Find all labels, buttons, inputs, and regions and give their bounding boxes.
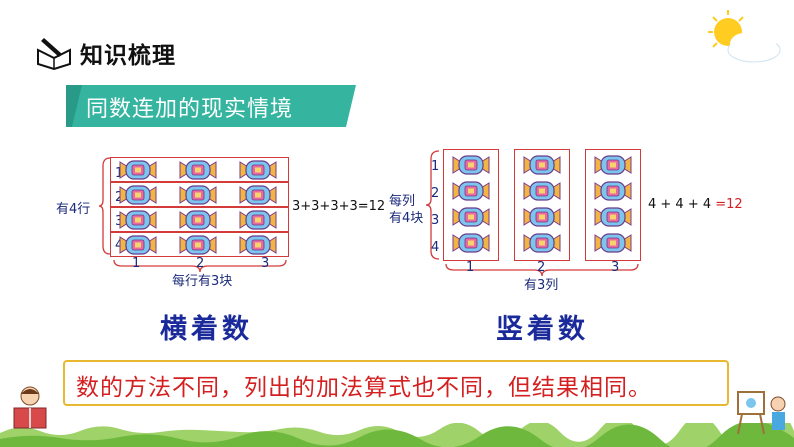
left-col-number: 2 (196, 256, 205, 271)
right-equation: 4 + 4 + 4 =12 (648, 197, 743, 212)
book-pencil-icon (37, 38, 71, 70)
left-row-brace (98, 157, 111, 255)
left-row-number: 2 (115, 190, 124, 205)
row-frame (110, 232, 289, 257)
conclusion-box (63, 360, 729, 406)
candy-icon (594, 181, 632, 201)
candy-icon (179, 235, 217, 255)
candy-icon (452, 155, 490, 175)
right-row-number: 4 (431, 240, 440, 255)
left-col-brace (113, 259, 287, 273)
right-col-label: 有3列 (524, 278, 559, 293)
left-row-number: 4 (115, 238, 124, 253)
right-row-label: 每列 (389, 194, 416, 209)
candy-icon (119, 210, 157, 230)
right-row-number: 2 (431, 186, 440, 201)
left-col-number: 3 (261, 256, 270, 271)
candy-icon (179, 160, 217, 180)
subtitle: 同数连加的现实情境 (86, 97, 294, 122)
right-col-number: 3 (611, 260, 620, 275)
painting-child-icon (737, 391, 786, 435)
column-frame (443, 149, 499, 261)
candy-icon (239, 185, 277, 205)
grass-decoration (0, 423, 794, 447)
candy-icon (452, 181, 490, 201)
candy-icon (239, 235, 277, 255)
candy-icon (594, 207, 632, 227)
column-frame (585, 149, 641, 261)
subtitle-banner (66, 85, 356, 127)
right-col-number: 2 (537, 260, 546, 275)
right-row-number: 1 (431, 159, 440, 174)
candy-icon (239, 160, 277, 180)
left-col-number: 1 (132, 256, 141, 271)
right-row-brace (425, 150, 440, 260)
candy-icon (523, 181, 561, 201)
left-row-number: 1 (115, 166, 124, 181)
conclusion-text: 数的方法不同，列出的加法算式也不同，但结果相同。 (76, 375, 652, 401)
left-col-label: 每行有3块 (172, 274, 233, 289)
candy-icon (239, 210, 277, 230)
left-row-label: 有4行 (56, 202, 91, 217)
candy-icon (119, 160, 157, 180)
row-frame (110, 157, 289, 182)
right-caption: 竖着数 (496, 314, 589, 345)
right-col-number: 1 (466, 260, 475, 275)
candy-icon (523, 207, 561, 227)
left-caption: 横着数 (160, 314, 253, 345)
column-frame (514, 149, 570, 261)
candy-icon (119, 235, 157, 255)
candy-icon (523, 233, 561, 253)
row-frame (110, 207, 289, 232)
candy-icon (523, 155, 561, 175)
candy-icon (179, 210, 217, 230)
candy-icon (452, 233, 490, 253)
candy-icon (594, 233, 632, 253)
left-row-number: 3 (115, 214, 124, 229)
candy-icon (179, 185, 217, 205)
right-row-label: 有4块 (389, 211, 424, 226)
right-col-brace (445, 263, 639, 277)
page-title: 知识梳理 (80, 43, 176, 69)
left-equation: 3+3+3+3=12 (292, 199, 386, 214)
sun-cloud-icon (708, 10, 781, 63)
candy-icon (452, 207, 490, 227)
reading-child-icon (13, 386, 47, 429)
row-frame (110, 182, 289, 207)
right-row-number: 3 (431, 213, 440, 228)
candy-icon (594, 155, 632, 175)
candy-icon (119, 185, 157, 205)
